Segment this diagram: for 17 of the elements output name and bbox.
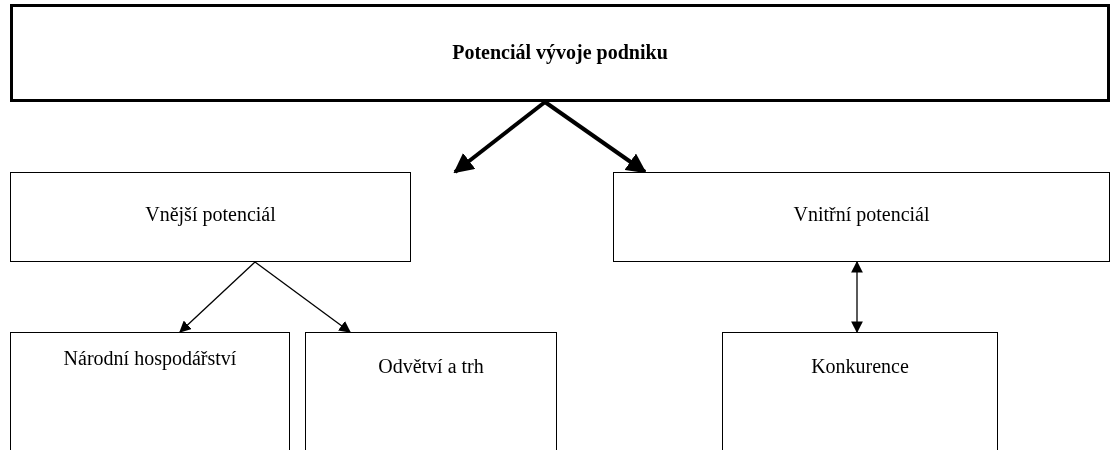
box-label: Odvětví a trh [378, 354, 484, 379]
box-label: Vnitřní potenciál [793, 202, 930, 228]
box-label: Konkurence [811, 354, 909, 379]
arrow [453, 100, 547, 174]
process-box [722, 332, 998, 450]
process-box [613, 172, 1110, 262]
arrow [254, 261, 351, 333]
process-box [10, 172, 411, 262]
box-label: Potenciál vývoje podniku [452, 40, 668, 66]
arrow [543, 100, 647, 174]
process-box [10, 332, 290, 450]
arrow [179, 261, 256, 333]
box-label: Vnější potenciál [145, 202, 276, 228]
box-label: Národní hospodářství [63, 346, 237, 372]
process-box [305, 332, 557, 450]
process-box [10, 4, 1110, 102]
arrow [851, 260, 863, 334]
